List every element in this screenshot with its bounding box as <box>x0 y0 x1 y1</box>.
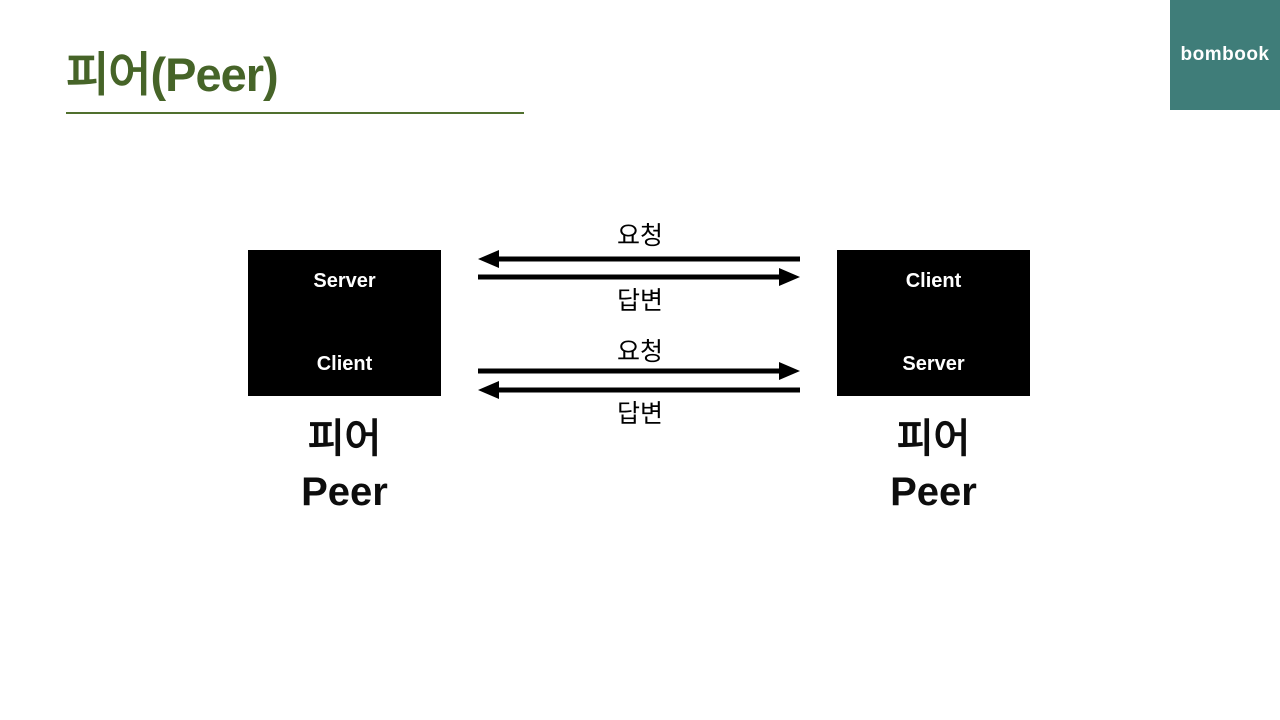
top-request-label: 요청 <box>616 222 663 250</box>
peer-box-left-bottom-role: Client <box>316 353 373 375</box>
arrow-head <box>779 268 800 286</box>
peer-caption-left: 피어 Peer <box>248 413 441 519</box>
top-response-arrow-right-icon <box>478 268 800 286</box>
page-title: 피어(Peer) <box>66 48 279 101</box>
bottom-request-arrow-right-icon <box>478 362 800 380</box>
bottom-request-label: 요청 <box>616 338 663 366</box>
peer-box-left: Server Client <box>248 250 441 396</box>
arrow-shaft <box>492 256 800 262</box>
arrow-head <box>478 250 499 268</box>
peer-caption-right-english: Peer <box>890 470 977 514</box>
peer-caption-right: 피어 Peer <box>837 413 1030 519</box>
top-response-label: 답변 <box>616 287 663 315</box>
bombook-logo-text: bombook <box>1180 44 1270 65</box>
title-underline <box>66 112 524 114</box>
arrow-shaft <box>478 368 786 374</box>
peer-caption-right-korean: 피어 <box>896 417 971 461</box>
bottom-response-label: 답변 <box>616 400 663 428</box>
arrow-head <box>779 362 800 380</box>
peer-box-left-top-role: Server <box>313 270 376 292</box>
peer-caption-left-korean: 피어 <box>307 417 382 461</box>
arrow-head <box>478 381 499 399</box>
peer-box-right-bottom-role: Server <box>902 353 965 375</box>
bottom-response-arrow-left-icon <box>478 381 800 399</box>
arrow-shaft <box>478 274 786 280</box>
arrow-shaft <box>492 387 800 393</box>
peer-box-right: Client Server <box>837 250 1030 396</box>
peer-caption-left-english: Peer <box>301 470 388 514</box>
top-request-arrow-left-icon <box>478 250 800 268</box>
bombook-logo: bombook <box>1170 0 1280 110</box>
peer-box-right-top-role: Client <box>905 270 962 292</box>
